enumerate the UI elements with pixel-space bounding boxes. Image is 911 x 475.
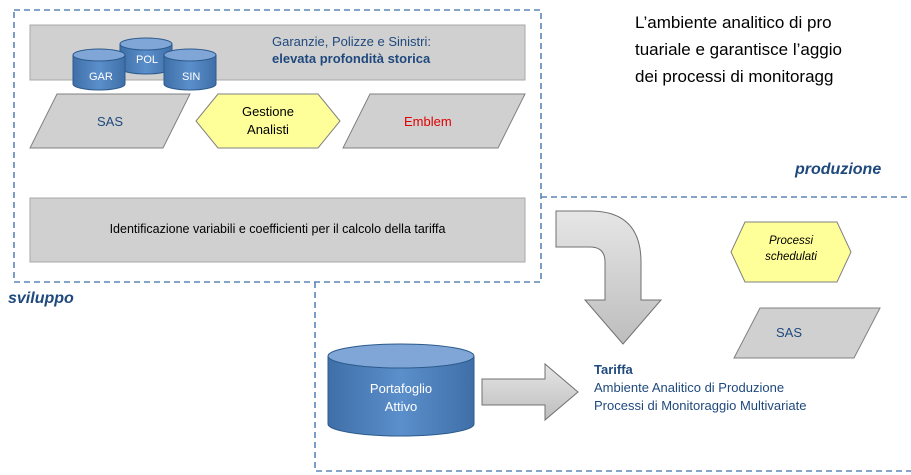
sin-database-icon bbox=[163, 48, 217, 91]
processi-schedulati-shape bbox=[730, 221, 852, 283]
gar-label: GAR bbox=[89, 71, 113, 83]
tariffa-line-1: Ambiente Analitico di Produzione bbox=[594, 380, 785, 395]
identification-box bbox=[29, 197, 526, 263]
intro-text-line-3: dei processi di monitoragg bbox=[635, 67, 834, 86]
database-caption-line-2: elevata profondità storica bbox=[272, 51, 431, 66]
sas-prod-shape bbox=[733, 307, 881, 359]
portafoglio-label-line-2: Attivo bbox=[384, 399, 418, 414]
database-caption-line-1: Garanzie, Polizze e Sinistri: bbox=[272, 34, 431, 49]
tariffa-title: Tariffa bbox=[594, 362, 633, 377]
emblem-label: Emblem bbox=[404, 114, 452, 129]
sviluppo-label: sviluppo bbox=[8, 290, 74, 307]
identification-text: Identificazione variabili e coefficienti… bbox=[109, 222, 446, 236]
gar-database-icon bbox=[72, 48, 126, 91]
pol-label: POL bbox=[136, 54, 159, 66]
sviluppo-region-border bbox=[13, 9, 542, 283]
portafoglio-database-icon bbox=[327, 343, 475, 437]
intro-text-line-2: tuariale e garantisce l’aggio bbox=[635, 40, 842, 59]
gestione-analisti-shape bbox=[195, 93, 341, 149]
sas-prod-label: SAS bbox=[776, 325, 803, 340]
emblem-shape bbox=[342, 93, 526, 149]
intro-text-line-1: L’ambiente analitico di pro bbox=[635, 13, 832, 32]
gestione-label-line-1: Gestione bbox=[241, 104, 295, 119]
processi-label-line-1: Processi bbox=[768, 235, 814, 247]
tariffa-line-2: Processi di Monitoraggio Multivariate bbox=[594, 398, 807, 413]
produzione-region-border bbox=[314, 196, 911, 472]
sas-dev-shape bbox=[29, 93, 191, 149]
gestione-label-line-2: Analisti bbox=[247, 122, 289, 137]
curved-down-arrow bbox=[555, 210, 663, 345]
processi-label-line-2: schedulati bbox=[765, 251, 817, 263]
produzione-label: produzione bbox=[795, 161, 882, 178]
sas-dev-label: SAS bbox=[97, 114, 124, 129]
right-arrow bbox=[481, 362, 579, 422]
portafoglio-label-line-1: Portafoglio bbox=[369, 381, 433, 396]
pol-database-icon bbox=[119, 37, 173, 75]
sin-label: SIN bbox=[182, 71, 201, 83]
